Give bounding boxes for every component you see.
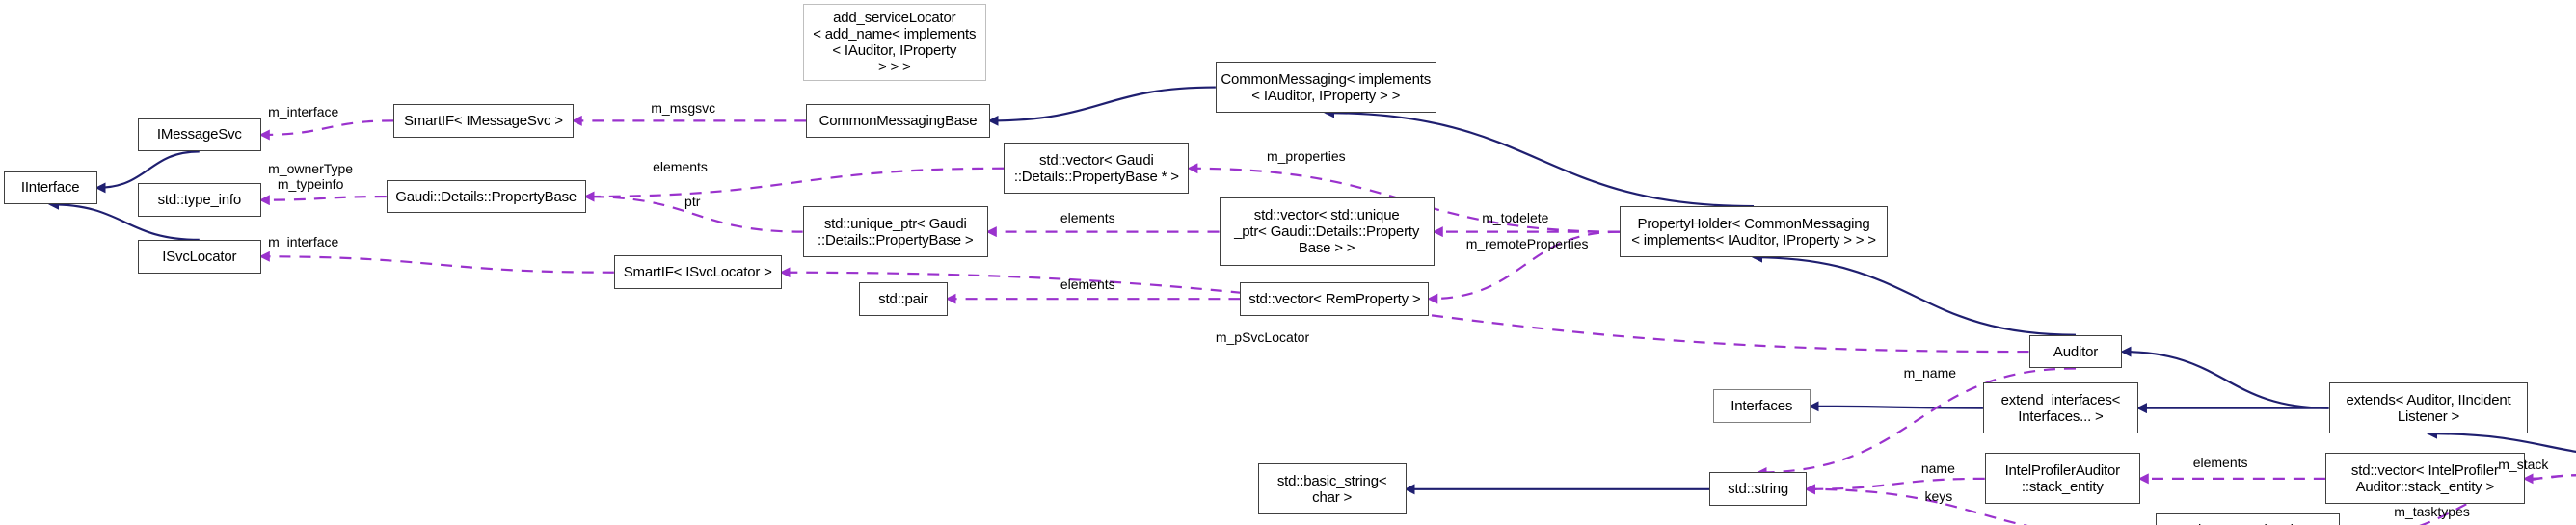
class-node-interfaces[interactable]: Interfaces [1712, 389, 1811, 424]
class-node-map-string-itt-event[interactable]: std::map< std::string, __itt_event > [2156, 512, 2340, 525]
edge-gaudi-propertybase-to-std-type-info [258, 195, 387, 206]
edge-common-messaging-to-common-messaging-base [987, 86, 1216, 126]
class-node-unique-ptr-propertybase[interactable]: std::unique_ptr< Gaudi ::Details::Proper… [802, 206, 988, 258]
class-node-imessagesvc[interactable]: IMessageSvc [137, 118, 261, 152]
class-node-extends-auditor[interactable]: extends< Auditor, IIncident Listener > [2328, 382, 2529, 434]
edge-extends-auditor-to-auditor [2120, 346, 2329, 409]
edge-label-m-ownertype: m_ownerType m_typeinfo [268, 160, 354, 192]
class-node-basic-string-char[interactable]: std::basic_string< char > [1257, 463, 1407, 515]
edge-label-m-todelete: m_todelete [1482, 209, 1549, 225]
edge-label-elements-uniqueptr: elements [1060, 209, 1115, 225]
edge-stack-entity-to-std-string [1804, 477, 1985, 495]
edge-label-m-name: m_name [1903, 364, 1957, 381]
class-node-iinterface[interactable]: IInterface [3, 171, 97, 205]
edge-label-m-tasktypes: m_tasktypes [2394, 504, 2470, 520]
class-node-add-serviceLocator[interactable]: add_serviceLocator < add_name< implement… [802, 3, 986, 82]
class-node-vector-unique-ptr-propertybase[interactable]: std::vector< std::unique _ptr< Gaudi::De… [1219, 197, 1435, 267]
edge-label-m-psvclocator: m_pSvcLocator [1215, 329, 1310, 346]
edge-label-m-interface-msg: m_interface [268, 103, 339, 119]
class-node-auditor[interactable]: Auditor [2028, 334, 2123, 369]
edge-label-name: name [1920, 459, 1955, 476]
class-node-propertyholder[interactable]: PropertyHolder< CommonMessaging < implem… [1619, 206, 1889, 258]
edge-smartif-imessagesvc-to-imessagesvc [258, 119, 394, 141]
edge-auditor-to-propertyholder [1752, 251, 2077, 336]
edge-label-elements-rem: elements [1060, 276, 1115, 293]
edge-label-m-properties: m_properties [1266, 147, 1346, 164]
class-node-gaudi-propertybase[interactable]: Gaudi::Details::PropertyBase [386, 179, 586, 214]
class-node-vector-propertybase-ptr[interactable]: std::vector< Gaudi ::Details::PropertyBa… [1004, 143, 1190, 195]
class-node-vector-remproperty[interactable]: std::vector< RemProperty > [1240, 281, 1430, 316]
class-node-common-messaging[interactable]: CommonMessaging< implements < IAuditor, … [1215, 62, 1436, 114]
edge-smartif-isvclocator-to-isvclocator [258, 250, 614, 274]
edge-label-ptr: ptr [684, 194, 701, 210]
edge-label-elements-propbase: elements [653, 158, 708, 174]
class-node-extend-interfaces[interactable]: extend_interfaces< Interfaces... > [1982, 382, 2138, 434]
edge-imessagesvc-to-iinterface [94, 150, 200, 194]
edge-label-m-msgsvc: m_msgsvc [651, 100, 716, 117]
edge-label-keys: keys [1924, 487, 1953, 504]
edge-label-m-interface-svcloc: m_interface [268, 234, 339, 250]
edge-label-m-stack: m_stack [2498, 456, 2549, 472]
edge-propertyholder-to-common-messaging [1324, 107, 1755, 208]
class-node-std-pair[interactable]: std::pair [859, 281, 948, 316]
class-node-stack-entity[interactable]: IntelProfilerAuditor ::stack_entity [1984, 453, 2140, 505]
class-node-std-type-info[interactable]: std::type_info [137, 183, 261, 218]
class-node-isvclocator[interactable]: ISvcLocator [137, 239, 261, 274]
edge-intel-profiler-auditor-to-vector-stack-entity [2522, 473, 2576, 485]
edge-vector-propertybase-ptr-to-gaudi-propertybase [583, 167, 1005, 202]
class-node-common-messaging-base[interactable]: CommonMessagingBase [806, 103, 990, 138]
class-node-std-string[interactable]: std::string [1709, 472, 1807, 507]
class-node-vector-stack-entity[interactable]: std::vector< IntelProfiler Auditor::stac… [2324, 453, 2525, 505]
edge-extend-interfaces-to-interfaces [1808, 401, 1983, 412]
class-node-smartif-imessagesvc[interactable]: SmartIF< IMessageSvc > [393, 103, 574, 138]
edge-label-elements-stack: elements [2192, 455, 2248, 471]
edge-label-m-remoteproperties: m_remoteProperties [1465, 236, 1589, 252]
class-node-smartif-isvclocator[interactable]: SmartIF< ISvcLocator > [613, 255, 782, 290]
